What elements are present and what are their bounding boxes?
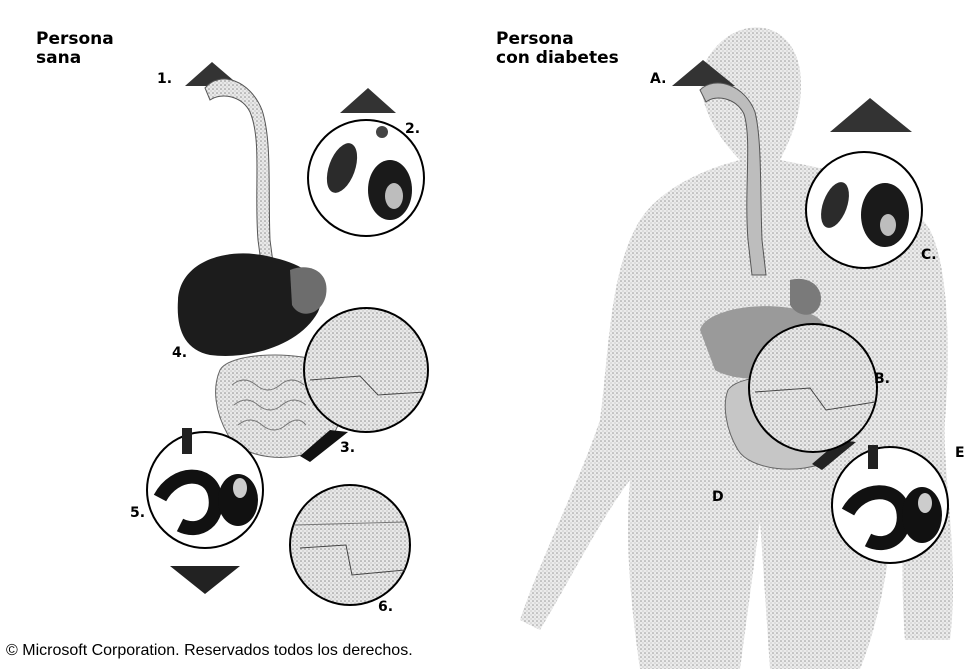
diabetic-marker-e: E	[955, 446, 965, 460]
diabetic-body	[520, 27, 953, 669]
healthy-title-line1: Persona	[36, 30, 114, 49]
diabetic-title-line1: Persona	[496, 30, 619, 49]
diabetic-circle-b	[749, 324, 877, 452]
healthy-marker-5: 5.	[130, 506, 145, 520]
diabetic-circle-c	[806, 98, 922, 268]
healthy-esophagus	[205, 79, 274, 270]
healthy-stomach	[290, 267, 327, 313]
copyright-notice: © Microsoft Corporation. Reservados todo…	[6, 642, 413, 660]
diabetic-marker-c: C.	[921, 248, 937, 262]
healthy-circle-6	[290, 485, 410, 605]
healthy-circle-2	[308, 88, 424, 236]
diabetic-title-line2: con diabetes	[496, 49, 619, 68]
healthy-marker-6: 6.	[378, 600, 393, 614]
healthy-marker-4: 4.	[172, 346, 187, 360]
diabetic-marker-d: D	[712, 490, 724, 504]
healthy-marker-3: 3.	[340, 441, 355, 455]
diabetic-circle-e	[832, 445, 948, 563]
healthy-title-line2: sana	[36, 49, 114, 68]
healthy-title: Persona sana	[36, 30, 114, 68]
healthy-digestive-system	[147, 62, 428, 605]
diabetic-marker-b: B.	[874, 372, 890, 386]
diabetic-marker-a: A.	[650, 72, 666, 86]
diabetic-title: Persona con diabetes	[496, 30, 619, 68]
healthy-marker-1: 1.	[157, 72, 172, 86]
healthy-bottom-arrow	[170, 566, 240, 594]
healthy-marker-2: 2.	[405, 122, 420, 136]
healthy-circle-3	[304, 308, 428, 432]
